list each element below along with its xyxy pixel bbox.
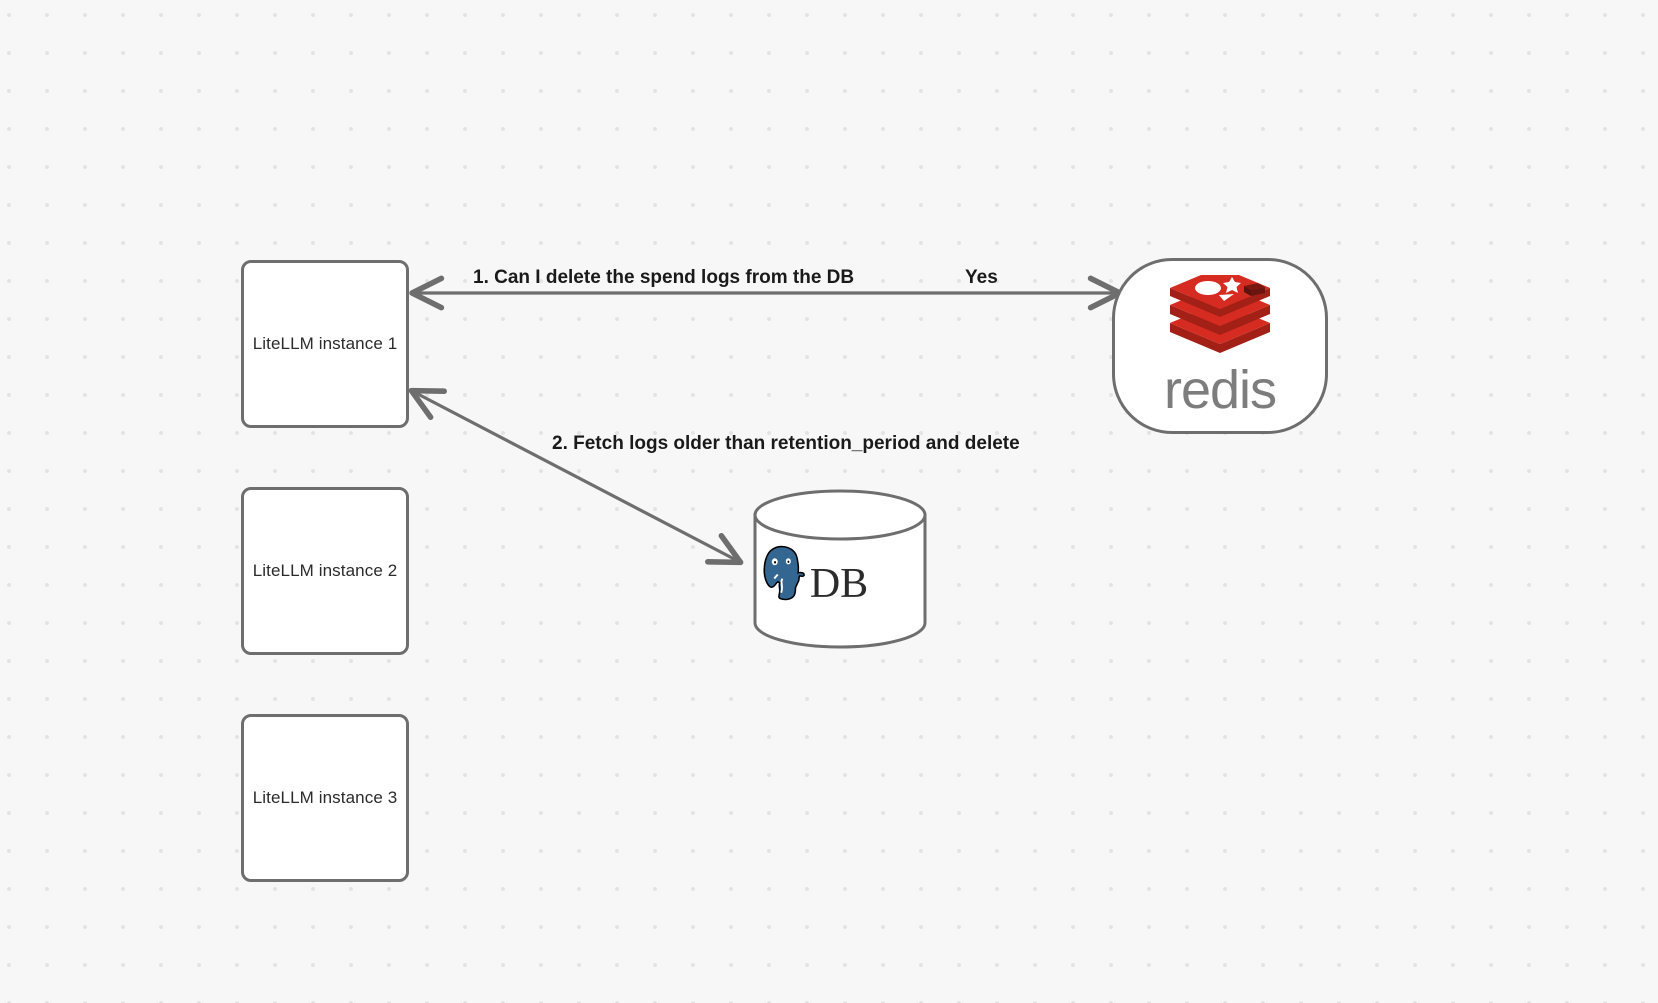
edge-label-fetch-and-delete: 2. Fetch logs older than retention_perio… [552,433,1020,454]
node-litellm-instance-1-label: LiteLLM instance 1 [252,333,398,353]
postgresql-elephant-icon [763,545,805,601]
node-litellm-instance-3-label: LiteLLM instance 3 [252,787,398,807]
node-redis[interactable]: redis [1112,258,1328,434]
redis-logo-icon [1170,275,1270,353]
edge-label-question: 1. Can I delete the spend logs from the … [473,267,855,288]
redis-wordmark-label: redis [1163,360,1277,420]
node-litellm-instance-1[interactable]: LiteLLM instance 1 [241,260,409,428]
node-litellm-instance-2-label: LiteLLM instance 2 [252,560,398,580]
edge-label-answer: Yes [965,267,998,288]
node-litellm-instance-2[interactable]: LiteLLM instance 2 [241,487,409,655]
node-database[interactable]: DB [752,488,928,650]
database-cylinder-shape [753,489,927,649]
node-litellm-instance-3[interactable]: LiteLLM instance 3 [241,714,409,882]
database-label: DB [809,561,869,607]
edge-instance1-to-database [408,387,744,566]
